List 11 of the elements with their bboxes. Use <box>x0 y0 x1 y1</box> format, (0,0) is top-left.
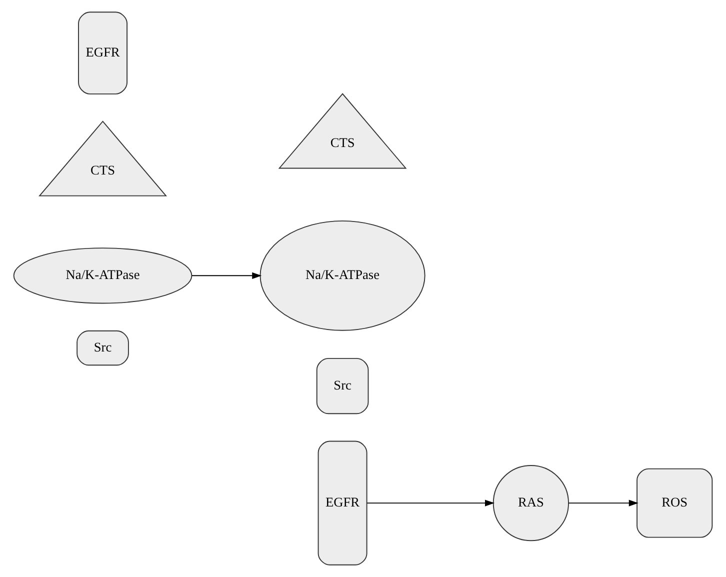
node-ellipse: Na/K-ATPase <box>13 248 192 304</box>
node-box: ROS <box>636 468 713 538</box>
arrow <box>366 500 495 506</box>
node-box: EGFR <box>318 440 368 566</box>
node-box: EGFR <box>78 12 128 94</box>
arrow <box>568 500 638 506</box>
node-ellipse: Na/K-ATPase <box>260 220 426 331</box>
node-circle: RAS <box>492 465 569 542</box>
node-box: Src <box>76 330 129 366</box>
arrow <box>191 272 262 279</box>
node-box: Src <box>316 358 369 414</box>
